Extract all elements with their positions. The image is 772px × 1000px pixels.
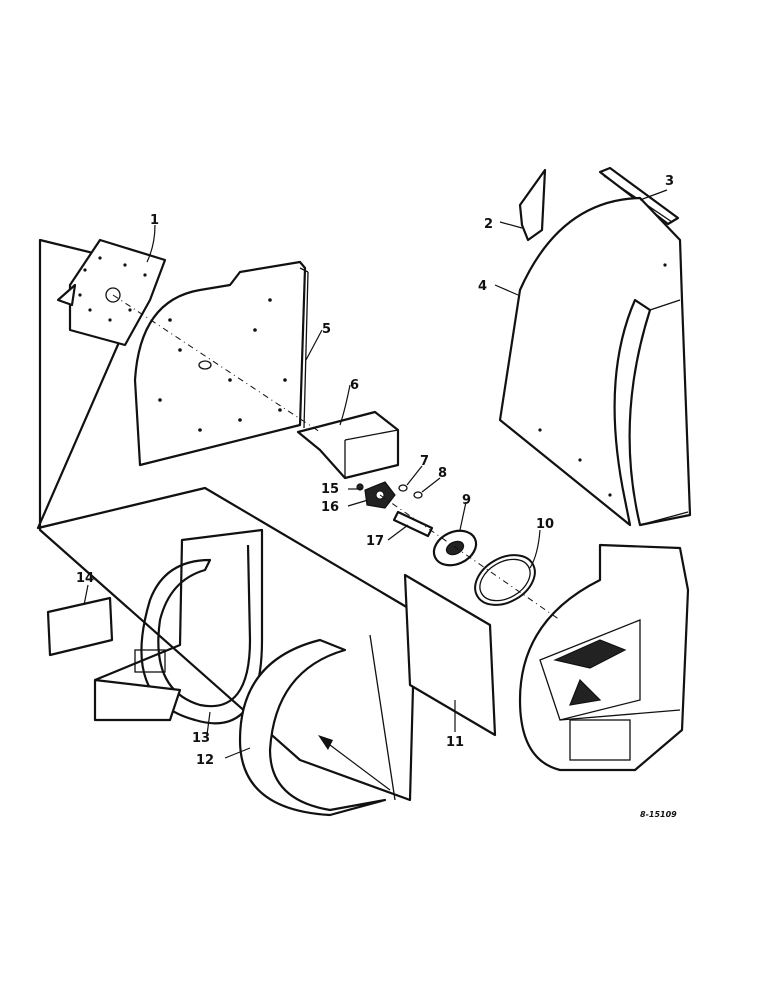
leader-5 (305, 329, 323, 361)
centerline (112, 294, 321, 433)
leader-8 (421, 477, 441, 493)
fan-housing-assembly (518, 543, 690, 772)
leader-6 (339, 384, 351, 426)
part-6-deflector (296, 410, 400, 480)
part-5-side-panel (133, 260, 309, 467)
part-10-ring (474, 554, 536, 606)
leader-16 (347, 499, 369, 507)
callout-11: 11 (446, 735, 464, 750)
callout-17: 17 (366, 534, 384, 549)
leader-1 (146, 224, 156, 263)
leader-3 (639, 189, 668, 201)
plate-edge (39, 487, 206, 529)
callout-4: 4 (478, 279, 487, 294)
part-14-plate (46, 596, 114, 657)
part-11-cover-plate (403, 573, 497, 737)
callout-12: 12 (196, 753, 214, 768)
callout-3: 3 (665, 174, 674, 189)
callout-7: 7 (420, 454, 429, 469)
callout-9: 9 (462, 493, 471, 508)
callout-16: 16 (321, 500, 339, 515)
callout-8: 8 (438, 466, 447, 481)
callout-13: 13 (192, 731, 210, 746)
part-8-washer (413, 491, 423, 499)
centerline (379, 494, 561, 621)
part-9-fan-hub (432, 529, 478, 567)
part-2-bracket (518, 168, 547, 242)
leader-4 (494, 284, 519, 296)
leader-17 (387, 524, 409, 541)
callout-1: 1 (150, 213, 159, 228)
callout-2: 2 (484, 217, 493, 232)
part-7-washer (398, 484, 408, 492)
part-4-housing-cover (498, 196, 692, 527)
part-12-scroll-liner (238, 634, 396, 817)
leader-2 (499, 221, 523, 229)
direction-arrow (318, 735, 333, 750)
drawing-code: 8-15109 (640, 810, 677, 819)
part-13-blower-scroll (93, 528, 264, 725)
leader-9 (459, 501, 467, 531)
callout-15: 15 (321, 482, 339, 497)
leader-12 (224, 747, 251, 759)
leader-10 (529, 529, 541, 569)
callout-10: 10 (536, 517, 554, 532)
plate-edge (204, 487, 416, 613)
callout-6: 6 (350, 378, 359, 393)
leader-7 (406, 465, 423, 486)
callout-5: 5 (322, 322, 331, 337)
leader-13 (206, 711, 211, 736)
part-17-shaft (392, 510, 434, 538)
part-1-bearing-plate (56, 238, 167, 347)
leader-14 (83, 584, 89, 606)
callout-14: 14 (76, 571, 94, 586)
